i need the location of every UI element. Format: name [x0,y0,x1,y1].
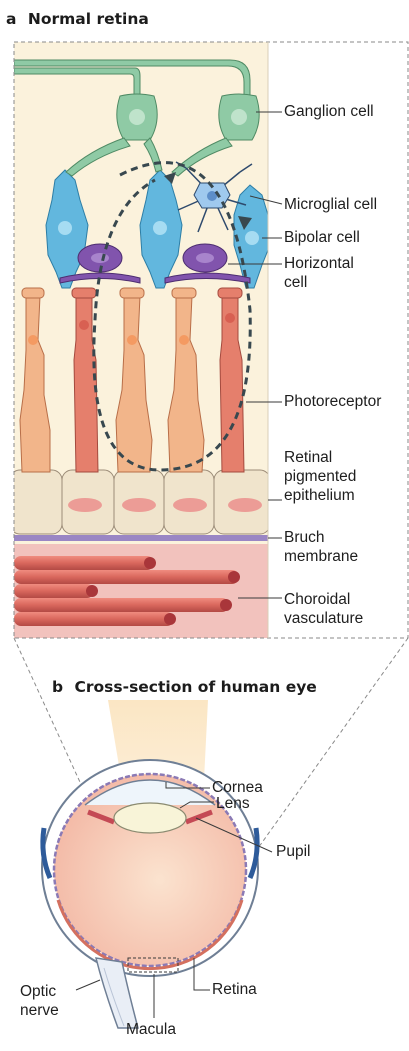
label-bruch-line1: Bruch [284,528,358,547]
label-horizontal-cell: Horizontal cell [284,254,354,292]
label-horizontal-line1: Horizontal [284,254,354,273]
bruch-membrane [14,535,268,541]
eye-cross-section [42,700,272,1028]
label-lens: Lens [216,794,250,813]
label-choroidal-vasculature: Choroidal vasculature [284,590,363,628]
label-choroid-line1: Choroidal [284,590,363,609]
label-horizontal-line2: cell [284,273,354,292]
label-bruch-line2: membrane [284,547,358,566]
label-rpe-line3: epithelium [284,486,356,505]
lens [114,803,186,833]
label-optic-line2: nerve [20,1001,59,1020]
label-rpe-line1: Retinal [284,448,356,467]
label-macula: Macula [126,1020,176,1039]
label-pupil: Pupil [276,842,310,861]
label-ganglion-cell: Ganglion cell [284,102,374,121]
label-optic-nerve: Optic nerve [20,982,59,1020]
label-photoreceptor: Photoreceptor [284,392,408,411]
label-rpe-line2: pigmented [284,467,356,486]
label-optic-line1: Optic [20,982,59,1001]
label-retina: Retina [212,980,257,999]
label-retinal-pigmented-epithelium: Retinal pigmented epithelium [284,448,356,505]
label-microglial-cell: Microglial cell [284,195,377,214]
label-choroid-line2: vasculature [284,609,363,628]
label-bruch-membrane: Bruch membrane [284,528,358,566]
label-bipolar-cell: Bipolar cell [284,228,360,247]
epithelium-cells [10,470,270,534]
